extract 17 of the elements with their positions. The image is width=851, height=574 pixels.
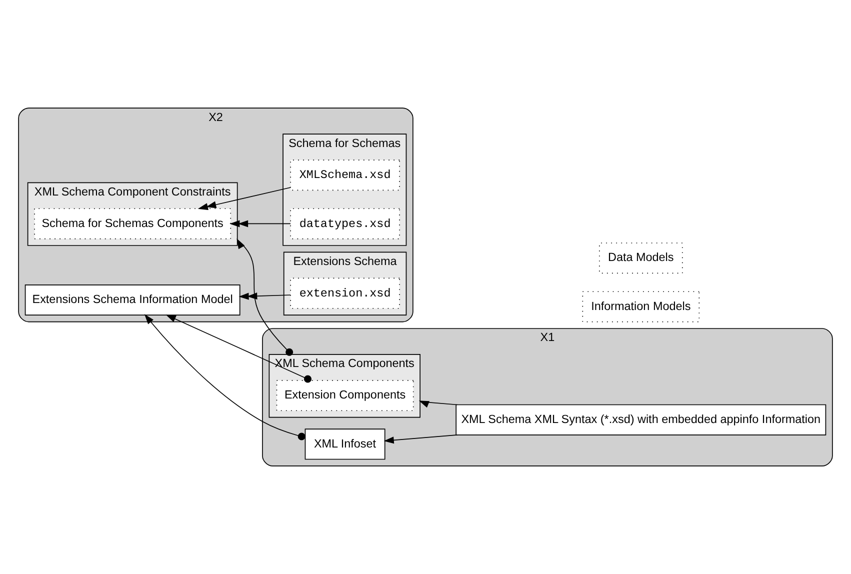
- node-box: Extensions Schema Information Model: [24, 284, 240, 316]
- arrow: [198, 187, 291, 210]
- arrow: [236, 238, 294, 356]
- node-box: Extension Components: [276, 380, 414, 412]
- node-box: datatypes.xsd: [290, 208, 400, 240]
- arrow: [144, 314, 306, 440]
- node-box: Information Models: [582, 291, 700, 322]
- arrow: [418, 400, 458, 408]
- node-box: XMLSchema.xsd: [290, 160, 400, 191]
- node-box: XML Schema XML Syntax (*.xsd) with embedded appinfo Information: [456, 404, 826, 436]
- arrow: [166, 314, 312, 383]
- arrow: [230, 220, 291, 228]
- node-box: Data Models: [599, 242, 683, 274]
- node-box: extension.xsd: [290, 278, 400, 309]
- node-box: Schema for Schemas Components: [34, 208, 232, 240]
- arrow: [384, 434, 458, 444]
- node-box: XML Infoset: [304, 428, 386, 460]
